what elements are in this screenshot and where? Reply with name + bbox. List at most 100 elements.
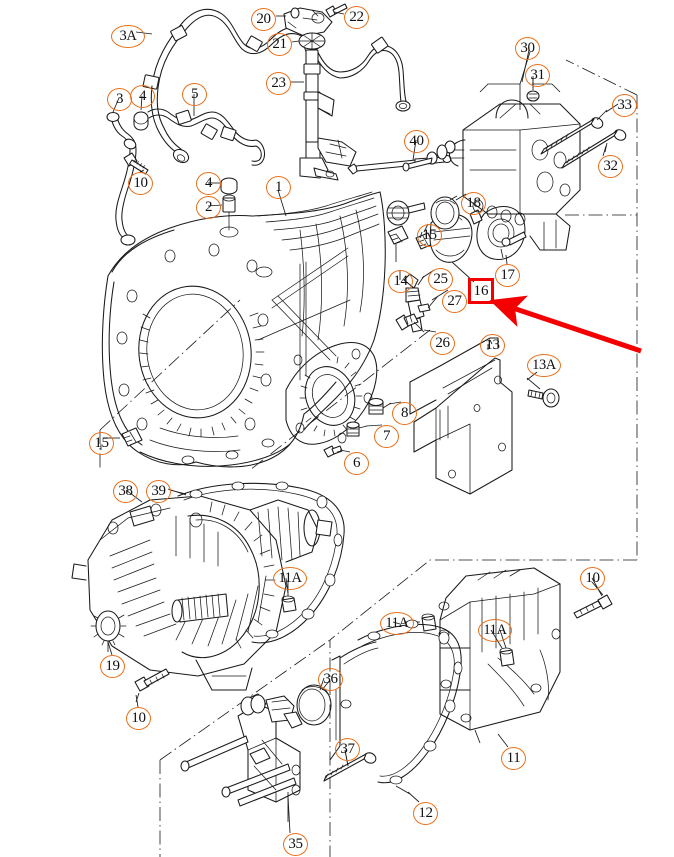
callout-label: 33 [617, 97, 632, 113]
callout-label: 11A [483, 622, 507, 639]
final-drive-assembly [71, 495, 333, 703]
callout-label: 4 [138, 88, 147, 104]
bolt-13A [526, 377, 560, 408]
callout-26[interactable]: 26 [430, 332, 455, 355]
gasket-39 [167, 481, 345, 644]
callout-label: 30 [520, 40, 535, 56]
callout-label: 3 [115, 91, 124, 107]
callout-label: 15 [94, 435, 109, 451]
mechatronic-unit-30 [402, 51, 581, 251]
callout-label: 18 [466, 195, 481, 211]
callout-15[interactable]: 15 [417, 224, 442, 247]
callout-label: 31 [530, 67, 545, 83]
callout-35[interactable]: 35 [283, 833, 308, 856]
callout-11A[interactable]: 11A [273, 567, 307, 590]
callout-11A[interactable]: 11A [380, 612, 414, 635]
callout-label: 38 [118, 483, 133, 499]
seal-18 [430, 195, 460, 230]
callout-label: 11 [506, 750, 521, 766]
callout-19[interactable]: 19 [100, 655, 125, 678]
callout-11[interactable]: 11 [501, 747, 526, 770]
callout-37[interactable]: 37 [335, 738, 360, 761]
callout-label: 11A [385, 615, 409, 632]
bolt-32 [561, 129, 627, 169]
callout-label: 26 [435, 335, 450, 351]
callout-label: 22 [349, 9, 364, 25]
callout-label: 20 [256, 11, 271, 27]
callout-12[interactable]: 12 [413, 802, 438, 825]
callout-5[interactable]: 5 [182, 83, 207, 106]
callout-label: 10 [585, 570, 600, 586]
callout-13A[interactable]: 13A [527, 354, 561, 377]
callout-label: 19 [105, 658, 120, 674]
callout-30[interactable]: 30 [515, 37, 540, 60]
callout-10[interactable]: 10 [580, 567, 605, 590]
gasket-12 [339, 619, 463, 795]
sensor-26 [395, 313, 425, 333]
small-part-4-top [133, 111, 149, 131]
callout-13[interactable]: 13 [480, 334, 505, 357]
callout-label: 35 [288, 836, 303, 852]
plug-7 [346, 421, 368, 437]
callout-label: 13 [485, 337, 500, 353]
callout-label: 14 [393, 273, 408, 289]
callout-label: 2 [204, 199, 213, 215]
selector-mechanism-35 [180, 677, 377, 822]
callout-14[interactable]: 14 [388, 270, 413, 293]
callout-label: 4 [204, 175, 213, 191]
callout-label: 12 [418, 805, 433, 821]
callout-6[interactable]: 6 [344, 452, 369, 475]
callout-25[interactable]: 25 [428, 268, 453, 291]
callout-17[interactable]: 17 [495, 264, 520, 287]
callout-15[interactable]: 15 [89, 432, 114, 455]
callout-3[interactable]: 3 [107, 88, 132, 111]
callout-40[interactable]: 40 [404, 130, 429, 153]
callout-36[interactable]: 36 [318, 668, 343, 691]
callout-label: 40 [409, 133, 424, 149]
callout-2[interactable]: 2 [196, 196, 221, 219]
callout-31[interactable]: 31 [525, 64, 550, 87]
callout-8[interactable]: 8 [392, 402, 417, 425]
input-gear [386, 200, 426, 226]
highlighted-part-16-box[interactable]: 16 [468, 278, 494, 304]
callout-22[interactable]: 22 [344, 6, 369, 29]
callout-label: 10 [133, 175, 148, 191]
callout-11A[interactable]: 11A [478, 619, 512, 642]
callout-23[interactable]: 23 [266, 72, 291, 95]
callout-33[interactable]: 33 [612, 94, 637, 117]
hose-assembly-5 [147, 108, 266, 166]
bushing-15-left [104, 427, 143, 447]
callout-18[interactable]: 18 [461, 192, 486, 215]
callout-4[interactable]: 4 [130, 85, 155, 108]
callout-32[interactable]: 32 [598, 155, 623, 178]
callout-label: 8 [400, 405, 409, 421]
callout-7[interactable]: 7 [374, 425, 399, 448]
callout-10[interactable]: 10 [126, 707, 151, 730]
callout-label: 25 [433, 271, 448, 287]
bushing-14 [387, 225, 409, 262]
callout-1[interactable]: 1 [266, 176, 291, 199]
callout-label: 15 [422, 227, 437, 243]
callout-3A[interactable]: 3A [111, 25, 145, 48]
callout-label: 5 [190, 86, 199, 102]
callout-label: 10 [131, 710, 146, 726]
callout-21[interactable]: 21 [267, 33, 292, 56]
callout-10[interactable]: 10 [128, 172, 153, 195]
callout-27[interactable]: 27 [442, 290, 467, 313]
callout-label: 21 [272, 36, 287, 52]
highlighted-part-label: 16 [473, 282, 489, 299]
plug-8 [368, 397, 392, 415]
callout-39[interactable]: 39 [146, 480, 171, 503]
callout-label: 39 [151, 483, 166, 499]
selector-assembly [283, 3, 452, 181]
callout-4[interactable]: 4 [196, 172, 221, 195]
callout-label: 13A [532, 357, 556, 374]
callout-label: 1 [274, 179, 283, 195]
callout-label: 32 [603, 158, 618, 174]
callout-38[interactable]: 38 [113, 480, 138, 503]
callout-label: 37 [340, 741, 355, 757]
hose-assembly-3 [106, 111, 137, 246]
callout-20[interactable]: 20 [251, 8, 276, 31]
callout-label: 17 [500, 267, 515, 283]
